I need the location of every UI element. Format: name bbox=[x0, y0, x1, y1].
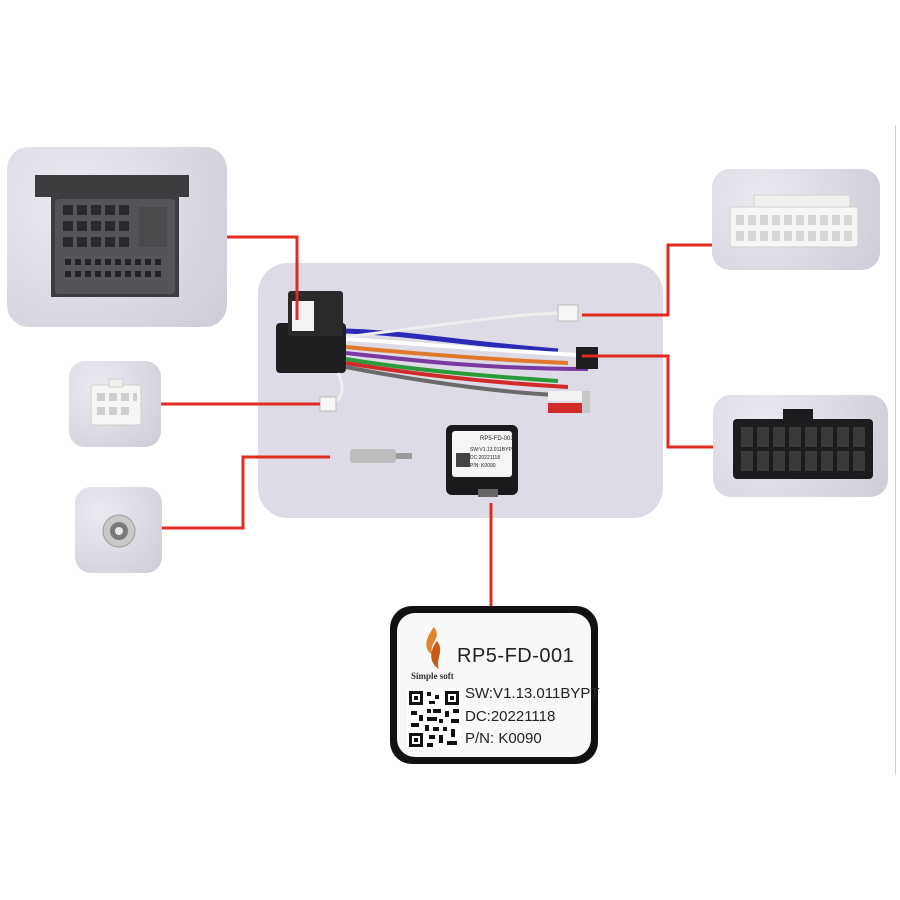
date-code-text: DC:20221118 bbox=[465, 708, 556, 725]
part-number-text: P/N: K0090 bbox=[465, 730, 542, 747]
module-label-face: Simple soft RP5-FD-001 SW:V1.13.011BYPT … bbox=[397, 613, 600, 757]
small-white-connector-tile bbox=[69, 361, 161, 447]
large-connector-image bbox=[35, 175, 189, 297]
harness-photo-panel: RP5-FD-001 SW:V1.13.011BYPT DC:20221118 … bbox=[258, 263, 663, 518]
page-edge-line bbox=[895, 125, 896, 775]
antenna-adapter-image bbox=[102, 514, 136, 548]
module-mini-sw-text: SW:V1.13.011BYPT bbox=[470, 447, 515, 453]
qr-code-icon bbox=[407, 689, 461, 749]
flame-logo-icon bbox=[426, 627, 441, 669]
module-mini-pn-text: P/N: K0090 bbox=[470, 463, 496, 469]
black-16pin-connector-tile bbox=[713, 395, 888, 497]
antenna-adapter-tile bbox=[75, 487, 162, 573]
white-quadlock-connector-image bbox=[729, 194, 859, 248]
wiring-harness-image bbox=[276, 291, 598, 497]
small-white-connector-image bbox=[90, 378, 142, 426]
white-quadlock-connector-tile bbox=[712, 169, 880, 270]
large-connector-tile bbox=[7, 147, 227, 327]
brand-text: Simple soft bbox=[411, 671, 454, 681]
module-mini-dc-text: DC:20221118 bbox=[470, 455, 501, 461]
black-16pin-connector-image bbox=[733, 409, 873, 479]
model-text: RP5-FD-001 bbox=[457, 645, 575, 667]
module-label-card: Simple soft RP5-FD-001 SW:V1.13.011BYPT … bbox=[390, 606, 600, 764]
module-mini-model-text: RP5-FD-001 bbox=[480, 436, 514, 442]
sw-version-text: SW:V1.13.011BYPT bbox=[465, 685, 600, 702]
